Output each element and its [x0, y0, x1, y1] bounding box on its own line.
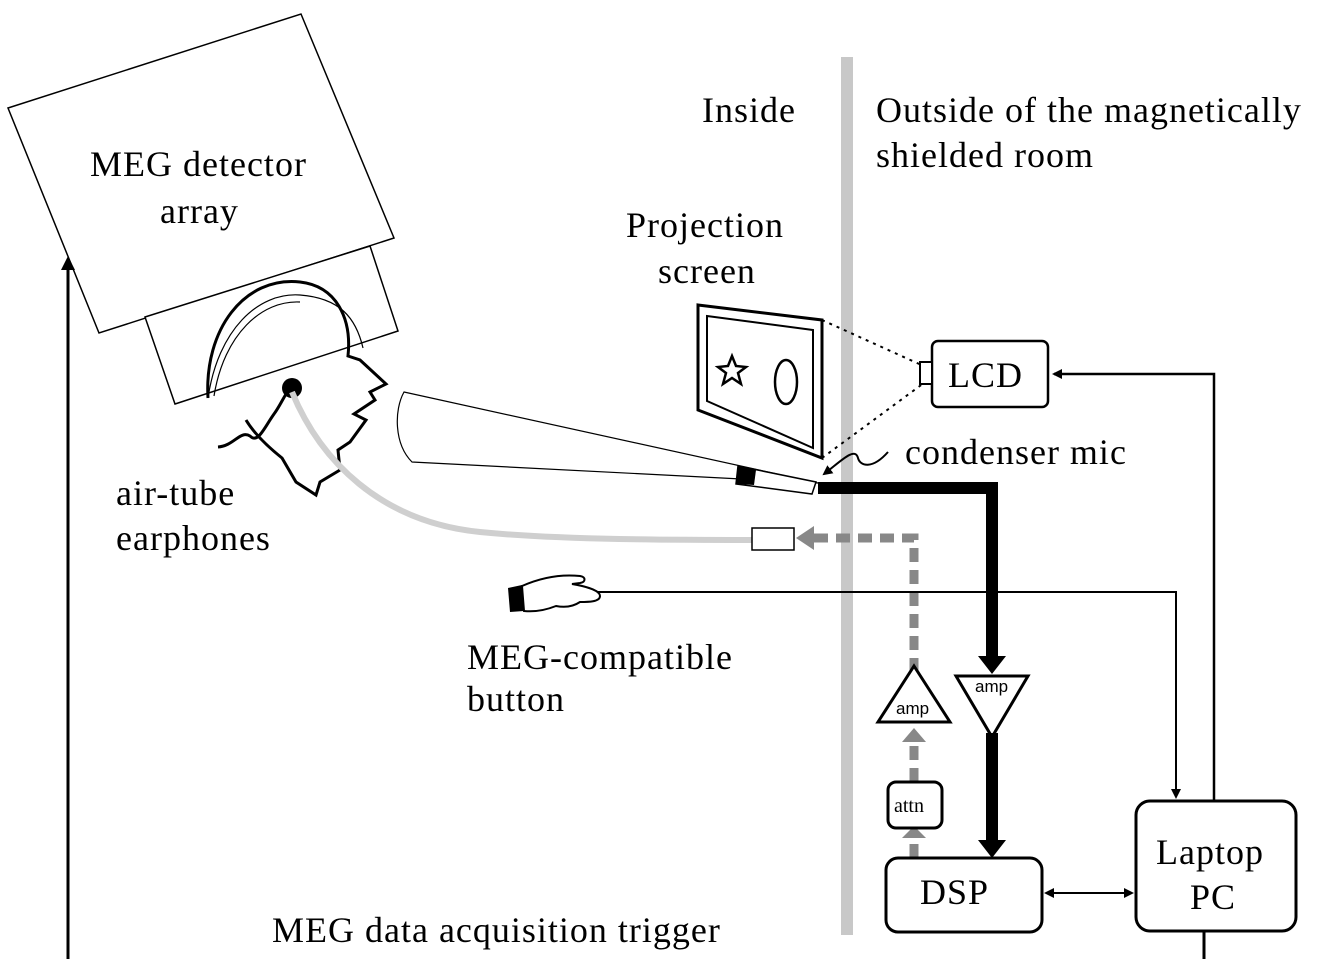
airtube-label-1: air-tube [116, 473, 235, 513]
projection-label-2: screen [658, 251, 756, 291]
hand-button-icon [508, 574, 602, 613]
star-icon [714, 352, 750, 387]
amp-mic: amp [953, 674, 1031, 740]
audio-path-amp-tube [812, 533, 919, 672]
audio-arrow-amp [902, 728, 926, 742]
lcd-label: LCD [948, 355, 1023, 395]
oval-icon [773, 358, 799, 406]
amp-mic-label: amp [975, 677, 1008, 696]
amp-audio-label: amp [896, 699, 929, 718]
inside-label: Inside [702, 90, 796, 130]
attenuator: attn [886, 780, 944, 830]
outside-label-1: Outside of the magnetically [876, 90, 1302, 130]
laptop-label-2: PC [1190, 877, 1236, 917]
amp-to-dsp-arrowhead [978, 840, 1006, 858]
laptop-label-1: Laptop [1156, 832, 1264, 872]
airtube-label-2: earphones [116, 518, 271, 558]
mic-tip [736, 466, 756, 485]
audio-arrow-tube [796, 526, 814, 550]
ear-insert-icon [282, 378, 302, 398]
projection-label-1: Projection [626, 205, 784, 245]
trigger-arrowhead [61, 256, 75, 270]
amp-audio: amp [875, 663, 953, 724]
projection-ray-top [821, 319, 929, 369]
air-tube [289, 390, 753, 543]
mic-signal-arrowhead [978, 656, 1006, 674]
mic-cable-squiggle [822, 451, 889, 476]
meg-detector-label-1: MEG detector [90, 144, 307, 184]
mic-signal-path [818, 482, 998, 658]
trigger-label: MEG data acquisition trigger [272, 910, 721, 950]
laptop-pc-box: Laptop PC [1134, 799, 1298, 933]
audio-arrow-attn [902, 826, 926, 838]
subject-head [206, 280, 389, 498]
attn-label: attn [894, 795, 924, 817]
meg-detector-label-2: array [160, 191, 239, 231]
laptop-to-lcd-link [1052, 369, 1216, 801]
projection-ray-bottom [821, 379, 929, 459]
button-label-2: button [467, 679, 565, 719]
lcd-projector: LCD [919, 339, 1050, 409]
mic-pickup-cone [396, 391, 819, 484]
button-to-laptop-link [596, 591, 1181, 799]
dsp-label: DSP [920, 872, 989, 912]
tube-transducer [751, 527, 795, 551]
projection-screen [696, 303, 824, 461]
outside-label-2: shielded room [876, 135, 1094, 175]
button-label-1: MEG-compatible [467, 637, 733, 677]
earphone-cable [217, 387, 292, 449]
dsp-box: DSP [884, 856, 1044, 934]
condenser-mic-label: condenser mic [905, 432, 1127, 472]
